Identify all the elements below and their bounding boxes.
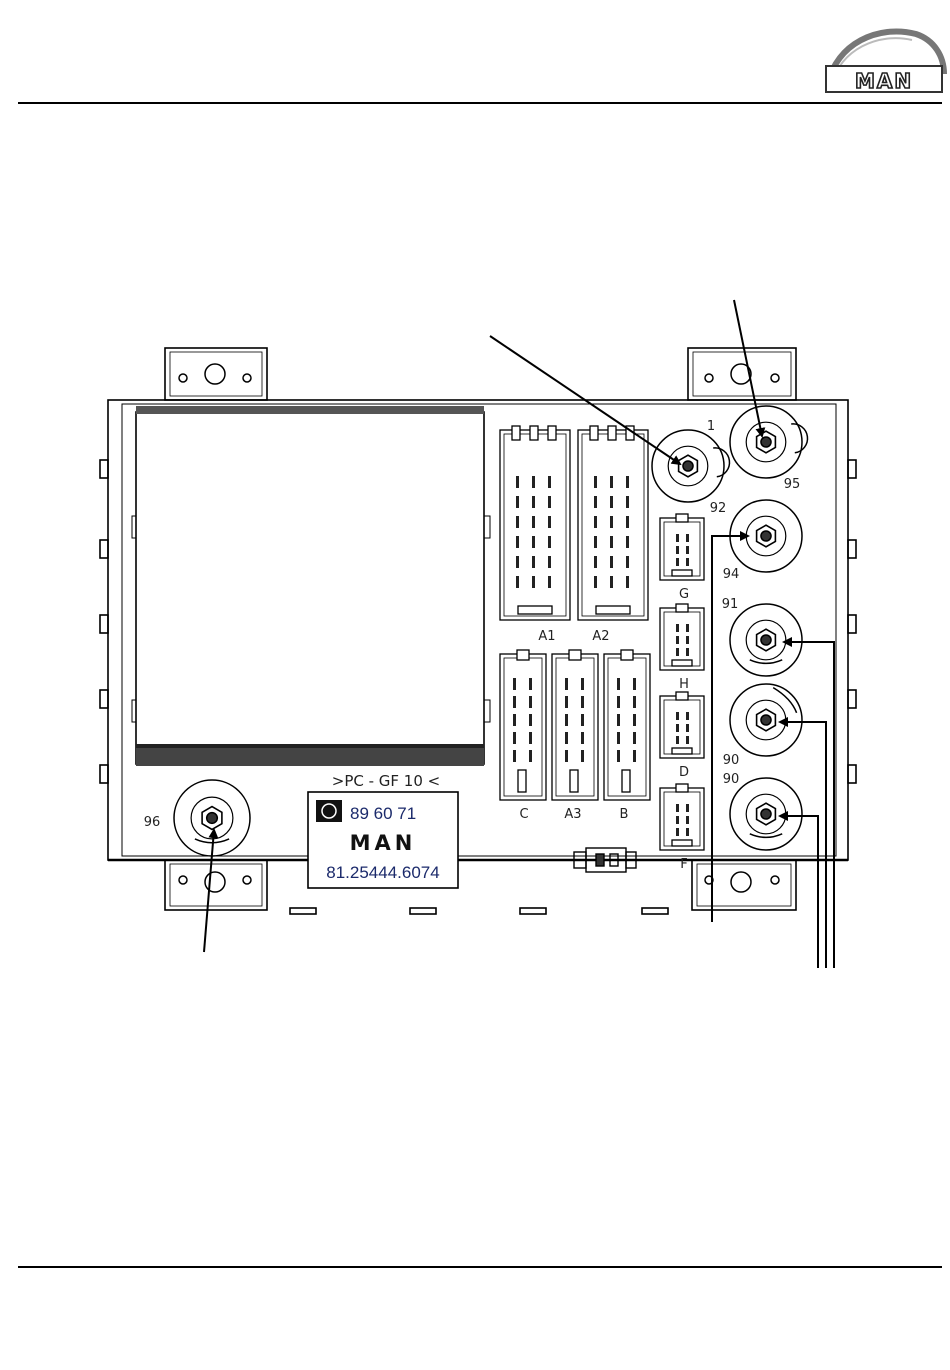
connector-label-d: D	[679, 765, 689, 780]
man-logo-text: MAN	[855, 69, 913, 93]
connector-label-b: B	[620, 807, 629, 822]
connector-a1	[500, 426, 570, 620]
connector-b	[604, 650, 650, 800]
connector-label-f: F	[680, 857, 687, 872]
connector-c	[500, 650, 546, 800]
relay-label-r95: 95	[784, 477, 801, 492]
relay-label-r90a: 90	[723, 753, 740, 768]
connector-label-a1: A1	[538, 629, 555, 644]
connector-a3	[552, 650, 598, 800]
relay-r95	[730, 406, 808, 478]
relay-r91	[730, 604, 802, 676]
connector-f	[660, 784, 704, 850]
relay-label-r94: 94	[723, 567, 740, 582]
plate-brand: MAN	[350, 831, 417, 855]
connector-label-a3: A3	[564, 807, 581, 822]
connector-label-a2: A2	[592, 629, 609, 644]
type-plate: 89 60 71 MAN 81.25444.6074	[308, 792, 458, 888]
relay-r1	[652, 430, 729, 502]
connector-a2	[578, 426, 648, 620]
connector-g	[660, 514, 704, 580]
plate-code: 81.25444.6074	[326, 863, 439, 882]
box-type-label: >PC - GF 10 <	[332, 772, 440, 790]
man-logo: MAN	[826, 31, 944, 93]
relay-label-r91: 91	[722, 597, 739, 612]
relay-label-r92: 92	[710, 501, 727, 516]
relay-r90b	[730, 778, 802, 850]
plate-part-number: 89 60 71	[350, 804, 416, 823]
connector-label-g: G	[679, 587, 689, 602]
connector-d	[660, 692, 704, 758]
relay-label-r90b: 90	[723, 772, 740, 787]
connector-h	[660, 604, 704, 670]
relay-label-r96: 96	[144, 815, 161, 830]
electronic-module	[132, 406, 490, 766]
relay-label-r1: 1	[707, 419, 715, 434]
connector-label-c: C	[519, 807, 528, 822]
relay-r90a	[730, 684, 802, 756]
connector-label-h: H	[679, 677, 689, 692]
